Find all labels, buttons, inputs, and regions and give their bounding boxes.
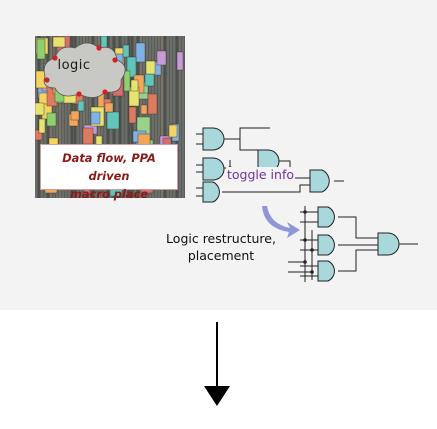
macro-block xyxy=(35,102,45,116)
restructure-line-2: placement xyxy=(187,248,255,263)
curved-arrow-icon xyxy=(262,206,300,238)
and-gate xyxy=(317,260,335,282)
macro-block xyxy=(128,106,137,124)
macro-block xyxy=(135,42,146,63)
macro-block xyxy=(122,44,130,58)
pin-marker xyxy=(76,91,82,97)
logic-gates xyxy=(202,127,400,282)
macro-block xyxy=(77,100,85,112)
macro-block xyxy=(104,102,114,113)
logic-restructure-label: Logic restructure, placement xyxy=(160,230,282,264)
pin-marker xyxy=(96,45,102,51)
and-gate xyxy=(309,169,330,193)
logic-cloud-icon xyxy=(43,42,126,98)
macro-block xyxy=(38,118,46,134)
and-gate xyxy=(377,232,400,256)
macro-block xyxy=(35,129,43,141)
gate-schematic xyxy=(196,127,418,282)
caption-line-1: Data flow, PPA driven xyxy=(62,151,156,183)
logic-cloud-label: logic xyxy=(57,58,91,73)
pin-marker xyxy=(102,89,108,95)
and-gate xyxy=(202,181,220,203)
macro-block xyxy=(52,36,66,48)
macro-block xyxy=(140,104,148,115)
and-gate xyxy=(317,206,335,228)
macro-block xyxy=(36,38,46,60)
macro-block xyxy=(130,79,139,92)
and-gate xyxy=(202,127,225,151)
macro-block xyxy=(147,93,158,115)
macro-block xyxy=(176,51,184,71)
macro-block xyxy=(123,70,131,92)
pin-marker xyxy=(44,77,50,83)
and-gate xyxy=(202,157,225,181)
macro-block xyxy=(90,111,101,125)
macro-block xyxy=(156,50,167,66)
macro-block xyxy=(126,56,137,78)
pin-marker xyxy=(112,57,118,63)
macro-place-caption: Data flow, PPA driven macro place xyxy=(40,144,178,201)
pin-marker xyxy=(52,55,58,61)
macro-block xyxy=(168,124,178,138)
and-gate xyxy=(317,234,335,256)
caption-line-2: macro place xyxy=(70,187,148,201)
macro-block xyxy=(145,60,156,75)
macro-block xyxy=(70,110,80,121)
macro-block xyxy=(46,112,57,127)
restructure-line-1: Logic restructure, xyxy=(166,231,276,246)
toggle-info-label: toggle info xyxy=(226,167,295,182)
